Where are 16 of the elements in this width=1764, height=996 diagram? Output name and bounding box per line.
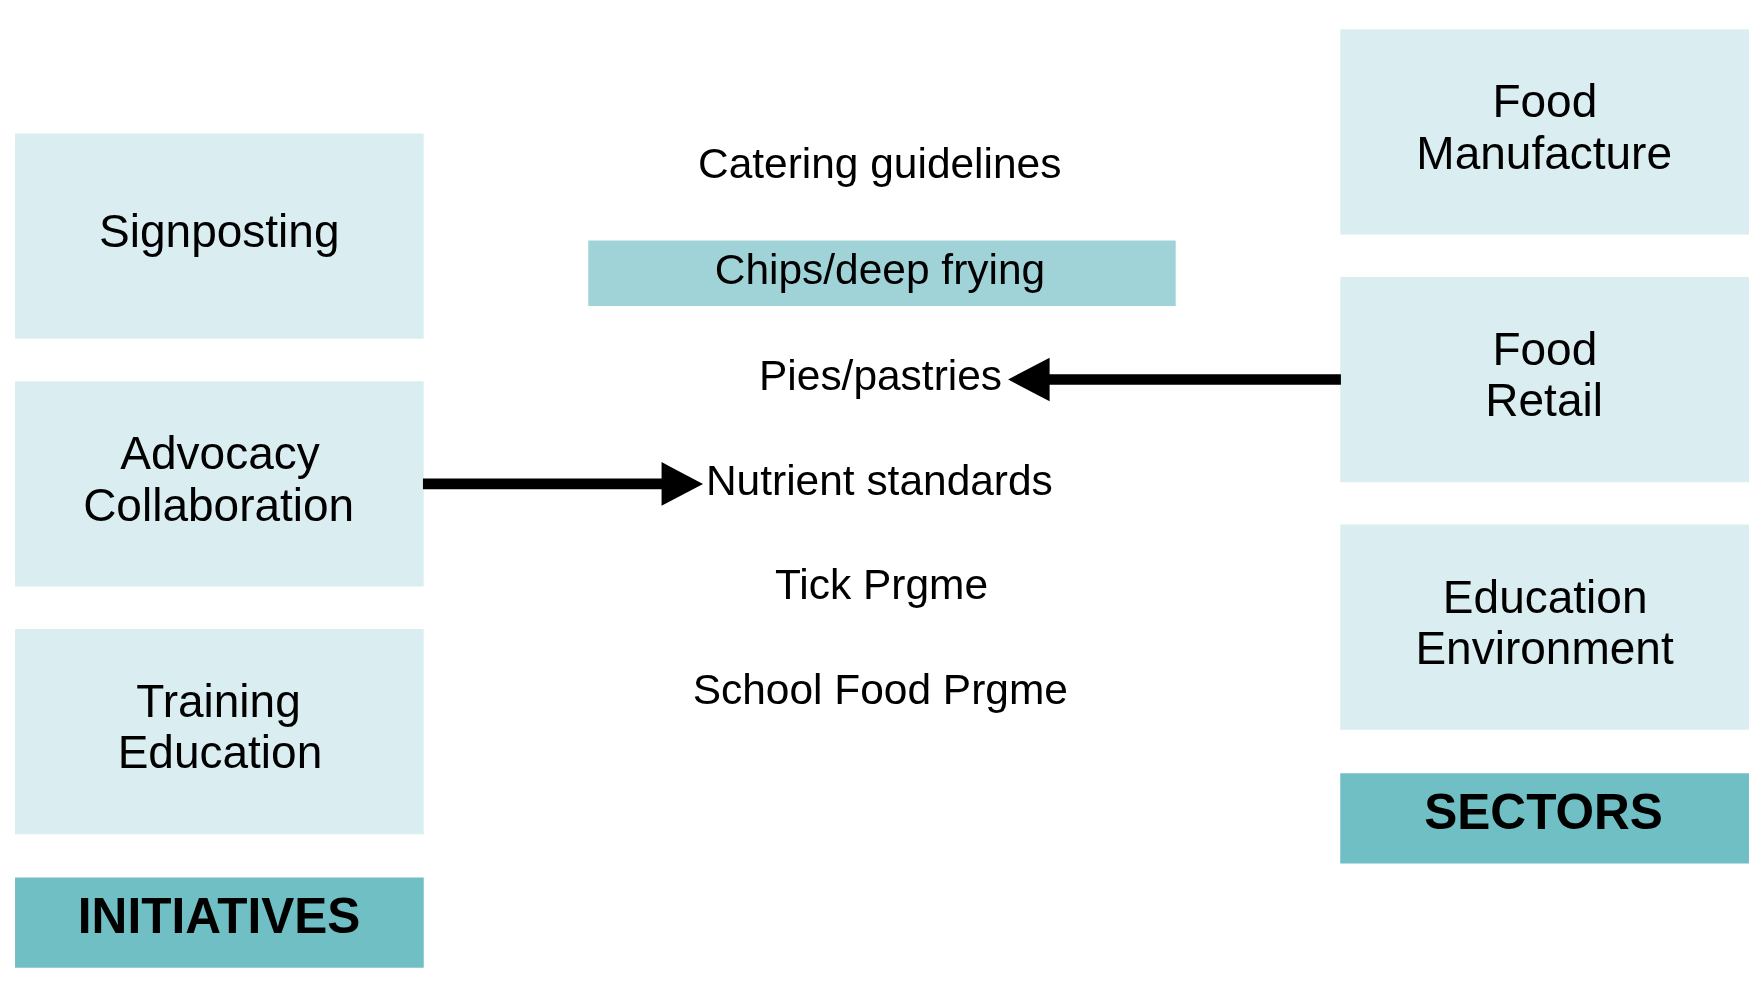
node-box: Advocacy Collaboration	[15, 380, 424, 587]
node-text: School Food Prgme	[692, 665, 1068, 713]
node-box: INITIATIVES	[15, 877, 424, 968]
node-box: SECTORS	[1340, 772, 1749, 863]
node-text: Pies/pastries	[759, 351, 1003, 399]
node-box: Training Education	[15, 628, 424, 834]
node-text: Catering guidelines	[697, 139, 1062, 187]
node-text: Tick Prgme	[774, 560, 989, 608]
node-box: Chips/deep frying	[588, 240, 1176, 306]
arrow	[422, 461, 704, 506]
node-box: Education Environment	[1340, 524, 1749, 730]
node-box: Food Manufacture	[1340, 28, 1749, 234]
node-box: Signposting	[15, 133, 424, 339]
arrow	[1008, 357, 1341, 401]
node-box: Food Retail	[1340, 276, 1749, 482]
node-text: Nutrient standards	[705, 456, 1053, 504]
